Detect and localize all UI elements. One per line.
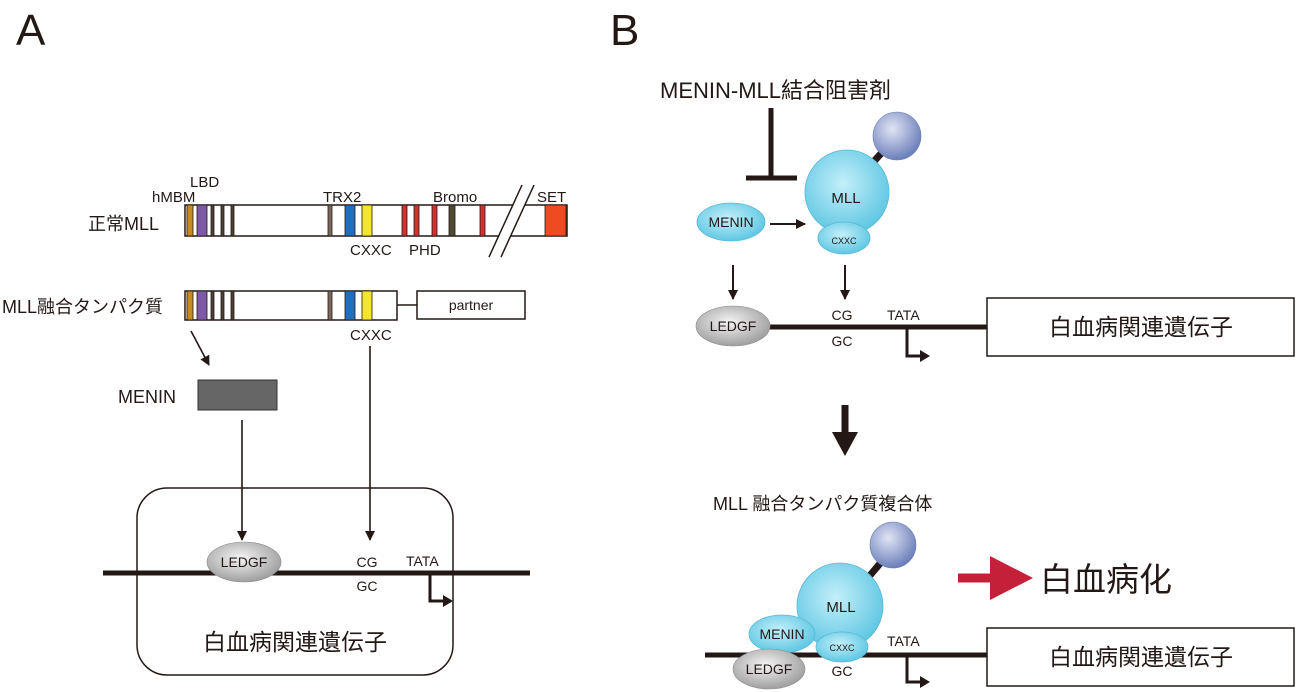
gene-box-b-bottom bbox=[986, 627, 1295, 687]
tss-arrow-b-top bbox=[905, 328, 920, 358]
tata-label-b-top: TATA bbox=[887, 307, 920, 323]
fusion-to-menin-arrow bbox=[190, 330, 210, 366]
phd-label: PHD bbox=[409, 242, 441, 259]
dark-band-2 bbox=[220, 204, 225, 237]
lbd-label: LBD bbox=[190, 174, 219, 191]
fusion-mll-protein: MLL融合タンパク質 partner CXXC bbox=[2, 290, 526, 344]
ledgf-label-b-top: LEDGF bbox=[710, 318, 757, 334]
fusion-hmbm-domain bbox=[186, 290, 194, 321]
dark-band-3 bbox=[230, 204, 235, 237]
cxxc-label-bottom: CXXC bbox=[829, 643, 855, 653]
nucleus-frame bbox=[136, 487, 454, 676]
panel-a: A LBD hMBM TRX2 Bromo SET 正常MLL bbox=[2, 6, 568, 676]
mll-before-binding: MLL CXXC bbox=[804, 111, 922, 255]
gene-locus-b-top: LEDGF CG GC TATA 白血病関連遺伝子 bbox=[695, 297, 1295, 362]
gene-locus-a: LEDGF CG GC TATA 白血病関連遺伝子 bbox=[103, 487, 530, 676]
fusion-dark-band-2 bbox=[220, 290, 225, 321]
gene-label-b-bottom: 白血病関連遺伝子 bbox=[1049, 644, 1233, 670]
cxxc-blue-domain bbox=[344, 204, 356, 237]
menin-ellipse-top bbox=[696, 202, 766, 242]
tss-arrow-b-bottom bbox=[905, 656, 920, 684]
fusion-dark-band-1 bbox=[210, 290, 215, 321]
cg-label-b-top: CG bbox=[832, 307, 853, 323]
fusion-trx2-domain bbox=[327, 290, 333, 321]
panel-b-label: B bbox=[610, 6, 639, 55]
phd-domain-3 bbox=[431, 204, 438, 237]
menin-label-bottom: MENIN bbox=[759, 626, 804, 642]
ledgf-ellipse-a bbox=[206, 541, 282, 583]
break-mark-1 bbox=[488, 184, 523, 258]
tss-arrowhead-a bbox=[443, 595, 453, 607]
ledgf-label-a: LEDGF bbox=[221, 554, 268, 570]
fusion-cxxc-label: CXXC bbox=[350, 327, 392, 344]
bromo-domain bbox=[448, 204, 456, 237]
gc-label-a: GC bbox=[357, 578, 378, 594]
normal-mll-protein: LBD hMBM TRX2 Bromo SET 正常MLL CXXC bbox=[88, 174, 568, 259]
panel-b: B MENIN-MLL結合阻害剤 MLL CXXC MENIN LEDGF CG… bbox=[610, 6, 1295, 690]
fusion-lbd-domain bbox=[196, 290, 208, 321]
menin-label: MENIN bbox=[118, 387, 176, 407]
tss-arrowhead-b-bottom bbox=[920, 676, 930, 688]
partner-label: partner bbox=[449, 297, 494, 313]
fusion-partner-ball-bottom bbox=[869, 521, 917, 569]
ledgf-label-b-bottom: LEDGF bbox=[746, 661, 793, 677]
complex-title: MLL 融合タンパク質複合体 bbox=[713, 494, 932, 514]
tss-arrow-a bbox=[428, 574, 443, 603]
dark-band-1 bbox=[210, 204, 215, 237]
gene-label-b-top: 白血病関連遺伝子 bbox=[1049, 314, 1233, 340]
mll-label-top: MLL bbox=[831, 190, 860, 207]
gc-label-b-bottom: GC bbox=[832, 663, 853, 679]
gene-box-b-top bbox=[986, 297, 1295, 357]
ledgf-ellipse-b-top bbox=[695, 305, 771, 347]
menin-label-top: MENIN bbox=[708, 214, 753, 230]
break-mark-2 bbox=[500, 184, 535, 258]
partner-box bbox=[416, 290, 526, 320]
hmbm-label: hMBM bbox=[152, 189, 195, 206]
outcome-arrow-head bbox=[990, 556, 1033, 600]
panel-a-label: A bbox=[16, 6, 46, 55]
ledgf-ellipse-b-bottom bbox=[732, 648, 806, 690]
tss-arrowhead-b-top bbox=[920, 350, 930, 362]
bromo-label: Bromo bbox=[433, 189, 477, 206]
fusion-mll-name: MLL融合タンパク質 bbox=[2, 297, 163, 317]
gene-locus-b-bottom: MLL CXXC MENIN LEDGF GC TATA 白血病関連遺伝子 bbox=[705, 521, 1295, 690]
break-gap bbox=[497, 203, 526, 238]
set-label: SET bbox=[537, 189, 566, 206]
cxxc-label-top: CXXC bbox=[831, 236, 857, 246]
normal-mll-name: 正常MLL bbox=[88, 214, 159, 234]
fusion-dark-band-3 bbox=[230, 290, 235, 321]
cg-label-a: CG bbox=[357, 554, 378, 570]
lbd-domain bbox=[196, 204, 208, 237]
menin-box bbox=[197, 379, 278, 411]
cxxc-label: CXXC bbox=[350, 242, 392, 259]
outcome-label: 白血病化 bbox=[1040, 561, 1172, 598]
cxxc-lobe-top bbox=[817, 221, 871, 255]
trx2-label: TRX2 bbox=[323, 189, 361, 206]
phd-domain-2 bbox=[413, 204, 420, 237]
cxxc-lobe-bottom bbox=[815, 631, 869, 663]
transition-arrow-head bbox=[832, 432, 858, 456]
fusion-cxxc-blue-domain bbox=[344, 290, 356, 321]
fusion-cxxc-yellow-domain bbox=[361, 290, 373, 321]
tata-label-b-bottom: TATA bbox=[887, 633, 920, 649]
mll-label-bottom: MLL bbox=[826, 599, 855, 616]
tata-label-a: TATA bbox=[406, 553, 439, 569]
cxxc-yellow-domain bbox=[361, 204, 373, 237]
hmbm-domain bbox=[186, 204, 194, 237]
fusion-partner-ball-top bbox=[872, 111, 922, 161]
inhibitor-label: MENIN-MLL結合阻害剤 bbox=[660, 78, 891, 103]
gene-label-a: 白血病関連遺伝子 bbox=[203, 629, 387, 655]
trx2-domain bbox=[327, 204, 333, 237]
phd-domain-4 bbox=[479, 204, 486, 237]
gc-label-b-top: GC bbox=[832, 333, 853, 349]
set-domain bbox=[544, 204, 567, 237]
phd-domain-1 bbox=[401, 204, 408, 237]
